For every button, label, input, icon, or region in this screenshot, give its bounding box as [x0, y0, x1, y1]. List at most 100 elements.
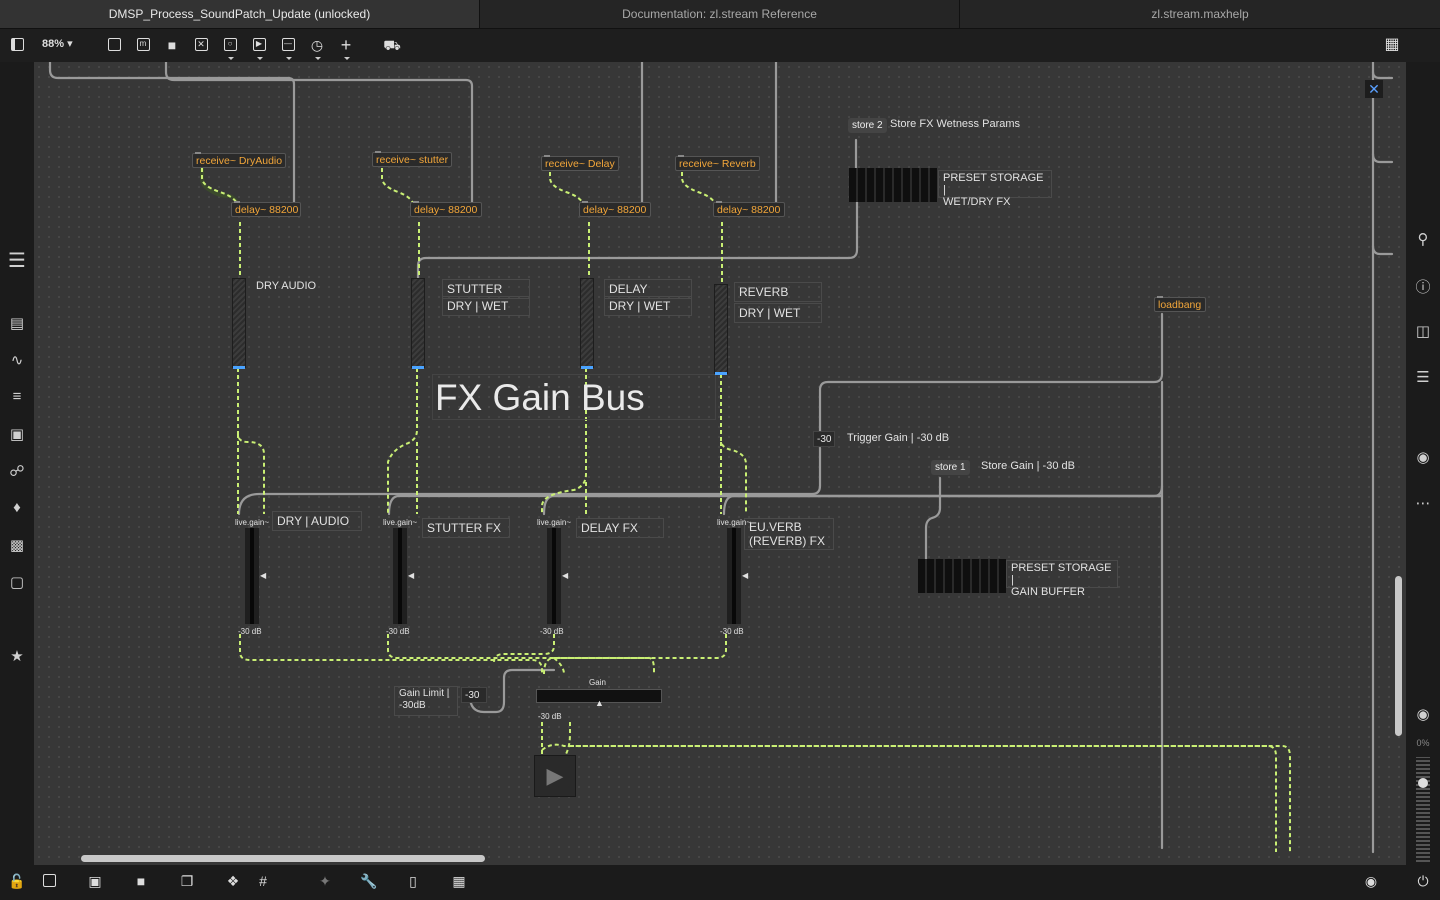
cpu-percent: 0%: [1416, 738, 1430, 748]
puzzle-icon[interactable]: ♦: [13, 499, 21, 516]
wet-dry-slider-dry-audio[interactable]: [232, 278, 246, 369]
paint-bucket-icon[interactable]: ⛟: [383, 37, 401, 53]
cord-bus-3: [722, 494, 1164, 516]
preset-storage-fx[interactable]: [849, 168, 937, 202]
tab-bar: DMSP_Process_SoundPatch_Update (unlocked…: [0, 0, 1440, 29]
device-icon[interactable]: ▤: [9, 315, 25, 332]
info-icon[interactable]: ⓘ: [1415, 279, 1431, 296]
package-icon[interactable]: ▩: [9, 537, 25, 554]
presentation-icon[interactable]: ▣: [88, 873, 102, 889]
waveform-icon[interactable]: ∿: [10, 352, 24, 369]
add-icon[interactable]: +: [337, 36, 355, 60]
frame-icon[interactable]: ▢: [9, 574, 25, 591]
comment-icon[interactable]: ■: [167, 37, 177, 53]
audio-on-icon[interactable]: ◉: [1364, 873, 1378, 889]
playlist-icon[interactable]: ≡: [12, 388, 22, 405]
toggle-icon[interactable]: ✕: [192, 36, 210, 54]
button-icon[interactable]: ○: [221, 36, 239, 60]
list-icon[interactable]: ☰: [1416, 369, 1430, 386]
receive-dry-audio[interactable]: receive~ DryAudio: [192, 152, 286, 168]
mixer-icon[interactable]: ⋯: [1415, 495, 1431, 512]
snap-grid-icon[interactable]: #: [259, 873, 267, 889]
loadbang-object[interactable]: loadbang: [1154, 296, 1206, 312]
new-object-icon[interactable]: [105, 36, 123, 54]
object-label: receive~ DryAudio: [196, 155, 283, 167]
live-gain-stutter[interactable]: [393, 528, 407, 624]
receive-delay[interactable]: receive~ Delay: [541, 155, 619, 171]
speaker-icon[interactable]: ▶: [534, 755, 576, 797]
hand-icon[interactable]: ❖: [226, 873, 240, 889]
signal-sum-5: [553, 657, 565, 675]
zoom-value: 88%: [42, 38, 65, 50]
keyboard-icon[interactable]: ▯: [409, 873, 417, 889]
delay-reverb[interactable]: delay~ 88200: [713, 201, 785, 217]
cord-bus-1: [387, 484, 1164, 516]
tab-zl-stream-help[interactable]: zl.stream.maxhelp: [960, 0, 1440, 28]
camera-icon[interactable]: ◉: [1416, 449, 1430, 466]
page-title: FX Gain Bus: [432, 374, 716, 420]
cord-loadbang-1: [818, 312, 1164, 434]
delay-delay[interactable]: delay~ 88200: [579, 201, 651, 217]
message-icon[interactable]: m: [134, 36, 152, 54]
grid-keys-icon[interactable]: ▦: [452, 873, 466, 889]
paperclip-icon[interactable]: ☍: [9, 463, 25, 480]
channel-title-stutter: STUTTER: [442, 279, 530, 299]
search-icon[interactable]: ⚲: [1417, 231, 1429, 248]
gain-limit-number[interactable]: -30: [461, 687, 487, 703]
close-icon[interactable]: ✕: [1365, 80, 1383, 98]
trigger-gain-number[interactable]: -30: [813, 431, 835, 447]
object-label: delay~ 88200: [717, 204, 781, 216]
tab-zl-stream-reference[interactable]: Documentation: zl.stream Reference: [480, 0, 960, 28]
receive-stutter[interactable]: receive~ stutter: [372, 151, 452, 167]
delay-stutter[interactable]: delay~ 88200: [410, 201, 482, 217]
image-icon[interactable]: ▣: [9, 426, 25, 443]
record-icon[interactable]: ◉: [1416, 706, 1430, 723]
tab-label: Documentation: zl.stream Reference: [622, 7, 817, 21]
slider-icon[interactable]: —: [279, 36, 297, 60]
store-1-message[interactable]: store 1: [931, 460, 970, 475]
layers-icon[interactable]: ❐: [180, 873, 194, 889]
grid-icon[interactable]: ▦: [1384, 36, 1400, 53]
gain-pointer: ◀: [408, 571, 415, 580]
lock-icon[interactable]: 🔓: [8, 873, 26, 889]
wrench-icon[interactable]: 🔧: [360, 873, 378, 889]
cord-preset-fx: [416, 200, 859, 282]
live-gain-label: live.gain~: [383, 518, 418, 527]
cord-1: [48, 62, 296, 210]
cord-trigger: [237, 446, 822, 516]
debug-icon[interactable]: ✦: [319, 873, 331, 889]
signal-sum-2: [387, 634, 655, 674]
edit-cursor-icon[interactable]: [40, 872, 58, 890]
master-gain-slider[interactable]: [536, 689, 662, 703]
live-gain-delay[interactable]: [547, 528, 561, 624]
object-label: receive~ stutter: [376, 154, 449, 166]
reference-icon[interactable]: ◫: [1415, 323, 1431, 340]
object-label: loadbang: [1158, 299, 1202, 311]
dial-icon[interactable]: ◷: [308, 36, 326, 60]
tab-patch[interactable]: DMSP_Process_SoundPatch_Update (unlocked…: [0, 0, 480, 28]
gain-limit-comment: Gain Limit | -30dB: [394, 686, 458, 716]
channel-sub-delay: DRY | WET: [604, 296, 692, 316]
cpu-meter-handle[interactable]: [1418, 778, 1428, 788]
store-2-message[interactable]: store 2: [848, 118, 887, 133]
horizontal-scrollbar[interactable]: [81, 855, 485, 862]
vertical-scrollbar[interactable]: [1395, 576, 1402, 736]
menu-icon[interactable]: ☰: [8, 250, 26, 272]
wet-dry-slider-reverb[interactable]: [714, 284, 728, 375]
receive-reverb[interactable]: receive~ Reverb: [675, 155, 760, 171]
comment-view-icon[interactable]: ■: [136, 873, 146, 889]
delay-dry-audio[interactable]: delay~ 88200: [231, 201, 301, 217]
zoom-dropdown[interactable]: 88% ▾: [42, 38, 73, 50]
wet-dry-slider-stutter[interactable]: [411, 278, 425, 369]
tab-label: DMSP_Process_SoundPatch_Update (unlocked…: [108, 7, 371, 21]
power-icon[interactable]: ⏻: [1417, 873, 1429, 889]
preset-storage-gain[interactable]: [918, 559, 1006, 593]
wet-dry-slider-delay[interactable]: [580, 278, 594, 369]
patcher-canvas[interactable]: FX Gain Bus receive~ DryAudio receive~ s…: [34, 62, 1406, 865]
live-gain-dry-audio[interactable]: [245, 528, 259, 624]
number-icon[interactable]: ▶: [250, 36, 268, 60]
live-gain-reverb[interactable]: [727, 528, 741, 624]
star-icon[interactable]: ★: [10, 648, 24, 665]
sidebar-toggle-icon[interactable]: [8, 36, 26, 54]
tab-label: zl.stream.maxhelp: [1151, 7, 1249, 21]
